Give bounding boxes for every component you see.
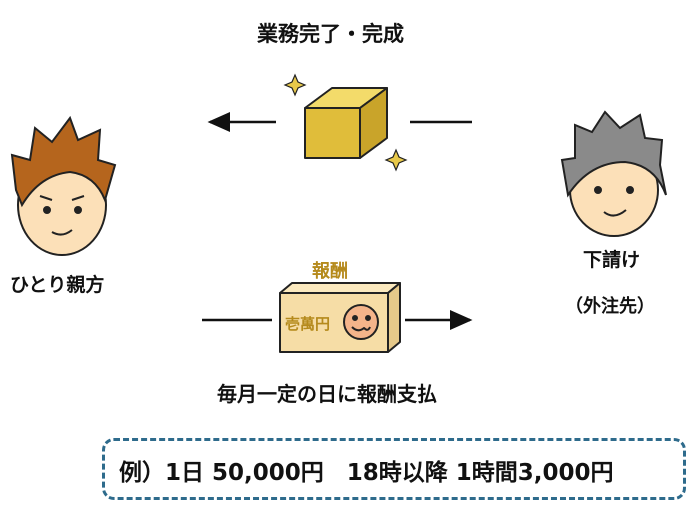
smiley-icon — [343, 304, 379, 340]
payment-label: 報酬 — [312, 261, 348, 282]
left-person-label: ひとり親方 — [10, 274, 105, 296]
cube-icon — [304, 87, 388, 159]
sparkle-icon — [283, 73, 408, 172]
right-person-sublabel: （外注先） — [565, 296, 655, 317]
left-person-avatar — [10, 115, 117, 256]
page-title: 業務完了・完成 — [257, 22, 404, 46]
right-person-label: 下請け — [583, 249, 641, 271]
payment-caption: 毎月一定の日に報酬支払 — [217, 382, 437, 406]
right-person-avatar — [560, 110, 667, 237]
example-text: 例）1日 50,000円 18時以降 1時間3,000円 — [119, 460, 614, 486]
money-box-text: 壱萬円 — [285, 315, 331, 333]
example-box: 例）1日 50,000円 18時以降 1時間3,000円 — [102, 438, 686, 500]
money-box — [279, 282, 401, 353]
